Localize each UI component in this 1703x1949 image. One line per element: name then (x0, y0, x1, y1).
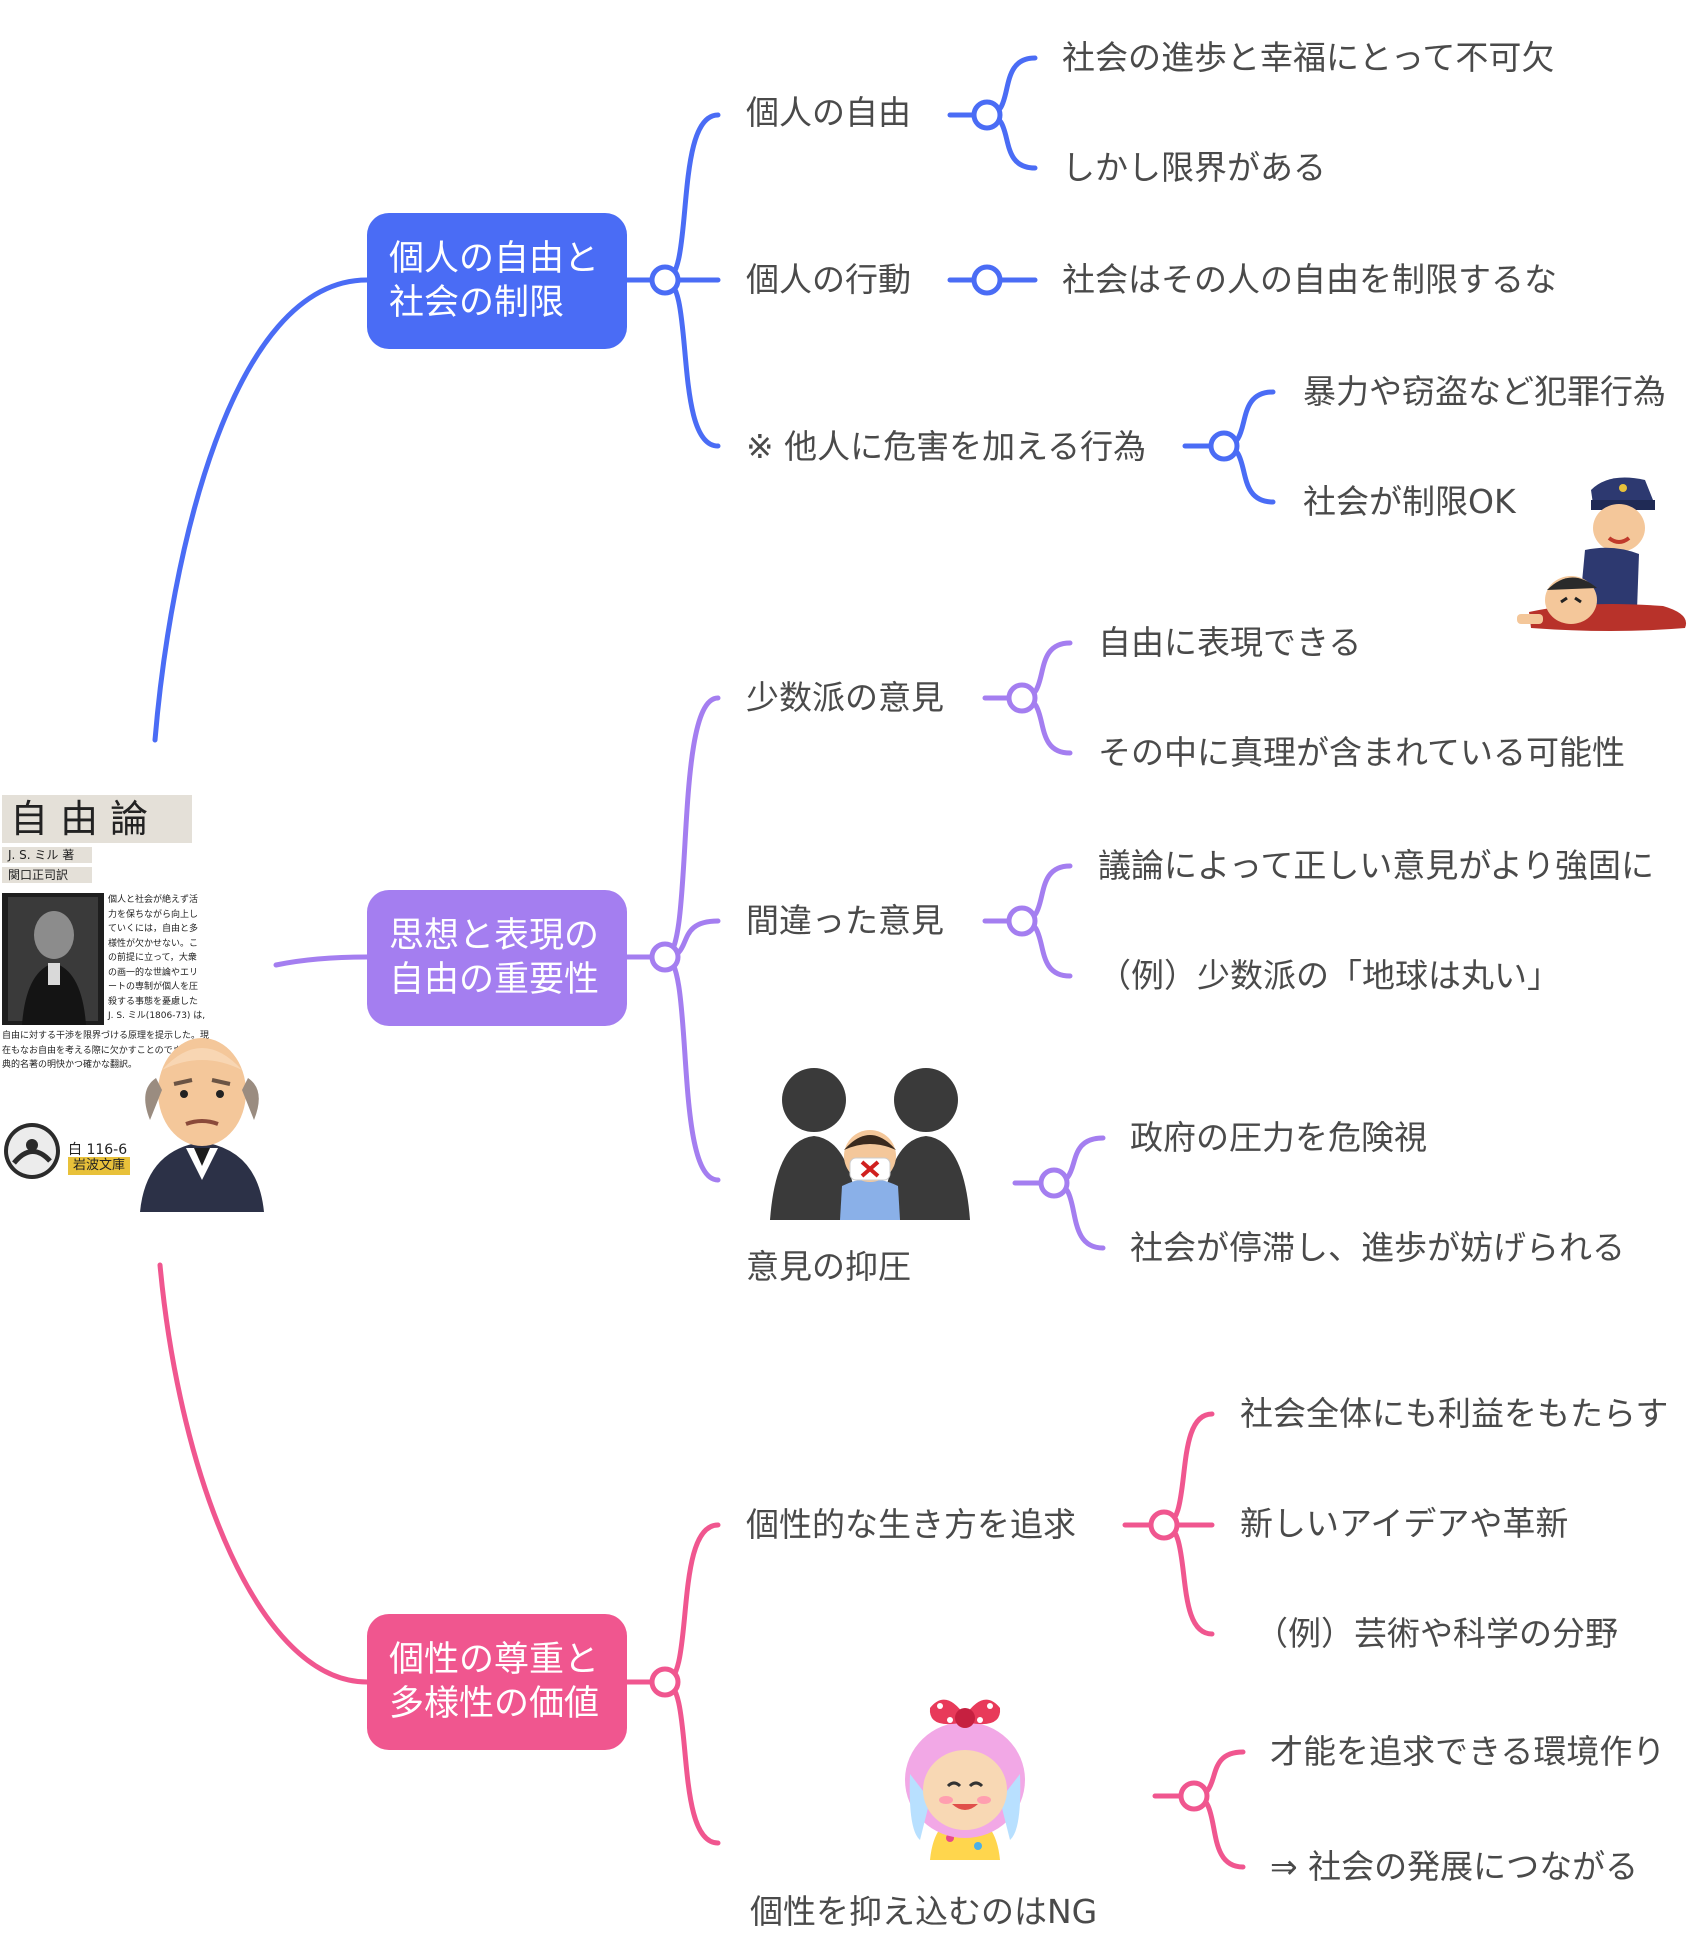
book-blurb-line: ートの専制が個人を圧 (108, 982, 199, 992)
root-link-liberty (152, 277, 370, 743)
connector-knob[interactable] (649, 941, 681, 973)
leaf-essential-progress[interactable]: 社会の進歩と幸福にとって不可欠 (1062, 38, 1555, 77)
book-blurb-line: 力を保ちながら向上し (108, 909, 199, 920)
leaf-crimes[interactable]: 暴力や窃盗など犯罪行為 (1303, 372, 1666, 411)
connector-line (662, 954, 721, 1183)
subtopic-individual-action[interactable]: 個人の行動 (746, 260, 911, 299)
leaf-stagnation[interactable]: 社会が停滞し、進歩が妨げられる (1130, 1228, 1625, 1267)
publisher-label: 岩波文庫 (68, 1157, 130, 1175)
leaf-free-expression[interactable]: 自由に表現できる (1098, 623, 1362, 662)
leaf-government-pressure[interactable]: 政府の圧力を危険視 (1130, 1118, 1427, 1157)
colorful-girl-icon (905, 1699, 1025, 1860)
book-blurb-line: 典的名著の明快かつ確かな翻訳。 (2, 1060, 138, 1070)
connector-line (1161, 1411, 1215, 1528)
leaf-debate-strengthens[interactable]: 議論によって正しい意見がより強固に (1098, 846, 1655, 885)
connector-knob[interactable] (1148, 1509, 1180, 1541)
leaf-talent-environment[interactable]: 才能を追求できる環境作り (1270, 1732, 1666, 1771)
book-blurb-wide: 自由に対する干渉を限界づける原理を提示した。現在もなお自由を考える際に欠かすこと… (2, 1029, 210, 1073)
root-link-expression (273, 954, 370, 968)
leaf-arts-science-example[interactable]: （例）芸術や科学の分野 (1255, 1614, 1618, 1653)
connector-knob[interactable] (649, 1666, 681, 1698)
book-blurb-line: ていくには，自由と多 (108, 924, 199, 934)
book-blurb-line: J. S. ミル(1806-73) は, (108, 1011, 206, 1021)
leaf-truth-possibility[interactable]: その中に真理が含まれている可能性 (1098, 733, 1626, 772)
publisher-logo-icon (4, 1123, 60, 1179)
book-blurb-line: 殺する事態を憂慮した (108, 996, 199, 1007)
connector-line (662, 1679, 721, 1846)
subtopic-individual-liberty[interactable]: 個人の自由 (746, 93, 911, 132)
subtopic-harm-to-others[interactable]: ※ 他人に危害を加える行為 (746, 427, 1147, 466)
branch-node-individuality-diversity[interactable]: 個性の尊重と多様性の価値 (367, 1614, 627, 1750)
connector-knob[interactable] (649, 264, 681, 296)
connector-line (1161, 1522, 1215, 1637)
leaf-benefits-society[interactable]: 社会全体にも利益をもたらす (1240, 1394, 1669, 1433)
connector-line (662, 112, 721, 283)
book-title-plate: 自 由 論 (2, 795, 192, 843)
connector-knob[interactable] (1006, 682, 1038, 714)
book-blurb-line: の前提に立って，大衆 (108, 953, 197, 963)
subtopic-minority-opinion[interactable]: 少数派の意見 (746, 678, 944, 717)
book-cover: 自 由 論 J. S. ミル 著 関口正司訳 個人と社会が絶えず活力を保ちながら… (0, 795, 210, 1185)
subtopic-pursue-individuality[interactable]: 個性的な生き方を追求 (746, 1505, 1076, 1544)
subtopic-suppression[interactable]: 意見の抑圧 (746, 1247, 911, 1286)
book-blurb-line: の画一的な世論やエリ (108, 967, 199, 978)
book-author: J. S. ミル 著 (2, 847, 92, 863)
book-translator: 関口正司訳 (2, 867, 92, 883)
connector-knob[interactable] (971, 99, 1003, 131)
leaf-new-ideas[interactable]: 新しいアイデアや革新 (1240, 1504, 1569, 1543)
book-blurb-line: 様性が欠かせない。こ (108, 938, 199, 949)
book-code: 白 116-6 (68, 1142, 128, 1158)
leaf-society-may-restrict[interactable]: 社会が制限OK (1303, 482, 1516, 521)
connector-line (662, 1522, 721, 1685)
mill-portrait-icon (140, 1038, 264, 1212)
police-arrest-icon (1517, 477, 1687, 631)
connector-line (662, 695, 721, 960)
author-photo (2, 893, 104, 1025)
branch-node-liberty-limits[interactable]: 個人の自由と社会の制限 (367, 213, 627, 349)
book-blurb-line: 自由に対する干渉を限界づける原理を提示した。現 (2, 1031, 210, 1041)
leaf-round-earth-example[interactable]: （例）少数派の「地球は丸い」 (1098, 956, 1560, 995)
book-blurb-line: 個人と社会が絶えず活 (108, 895, 199, 905)
connector-knob[interactable] (1038, 1167, 1070, 1199)
leaf-but-limits[interactable]: しかし限界がある (1062, 148, 1326, 187)
book-blurb: 個人と社会が絶えず活力を保ちながら向上していくには，自由と多様性が欠かせない。こ… (108, 893, 206, 1024)
root-link-individuality (157, 1262, 370, 1685)
connector-knob[interactable] (1006, 905, 1038, 937)
connector-knob[interactable] (971, 264, 1003, 296)
branch-node-expression-freedom[interactable]: 思想と表現の自由の重要性 (367, 890, 627, 1026)
connector-knob[interactable] (1178, 1780, 1210, 1812)
book-blurb-line: 在もなお自由を考える際に欠かすことのできない古 (2, 1045, 209, 1056)
silenced-person-icon (770, 1068, 970, 1220)
leaf-social-development[interactable]: ⇒ 社会の発展につながる (1270, 1847, 1639, 1886)
subtopic-suppressing-ng[interactable]: 個性を抑え込むのはNG (750, 1892, 1098, 1931)
connector-knob[interactable] (1208, 430, 1240, 462)
leaf-no-restriction[interactable]: 社会はその人の自由を制限するな (1062, 260, 1557, 299)
subtopic-wrong-opinion[interactable]: 間違った意見 (746, 901, 944, 940)
connector-line (662, 277, 721, 449)
